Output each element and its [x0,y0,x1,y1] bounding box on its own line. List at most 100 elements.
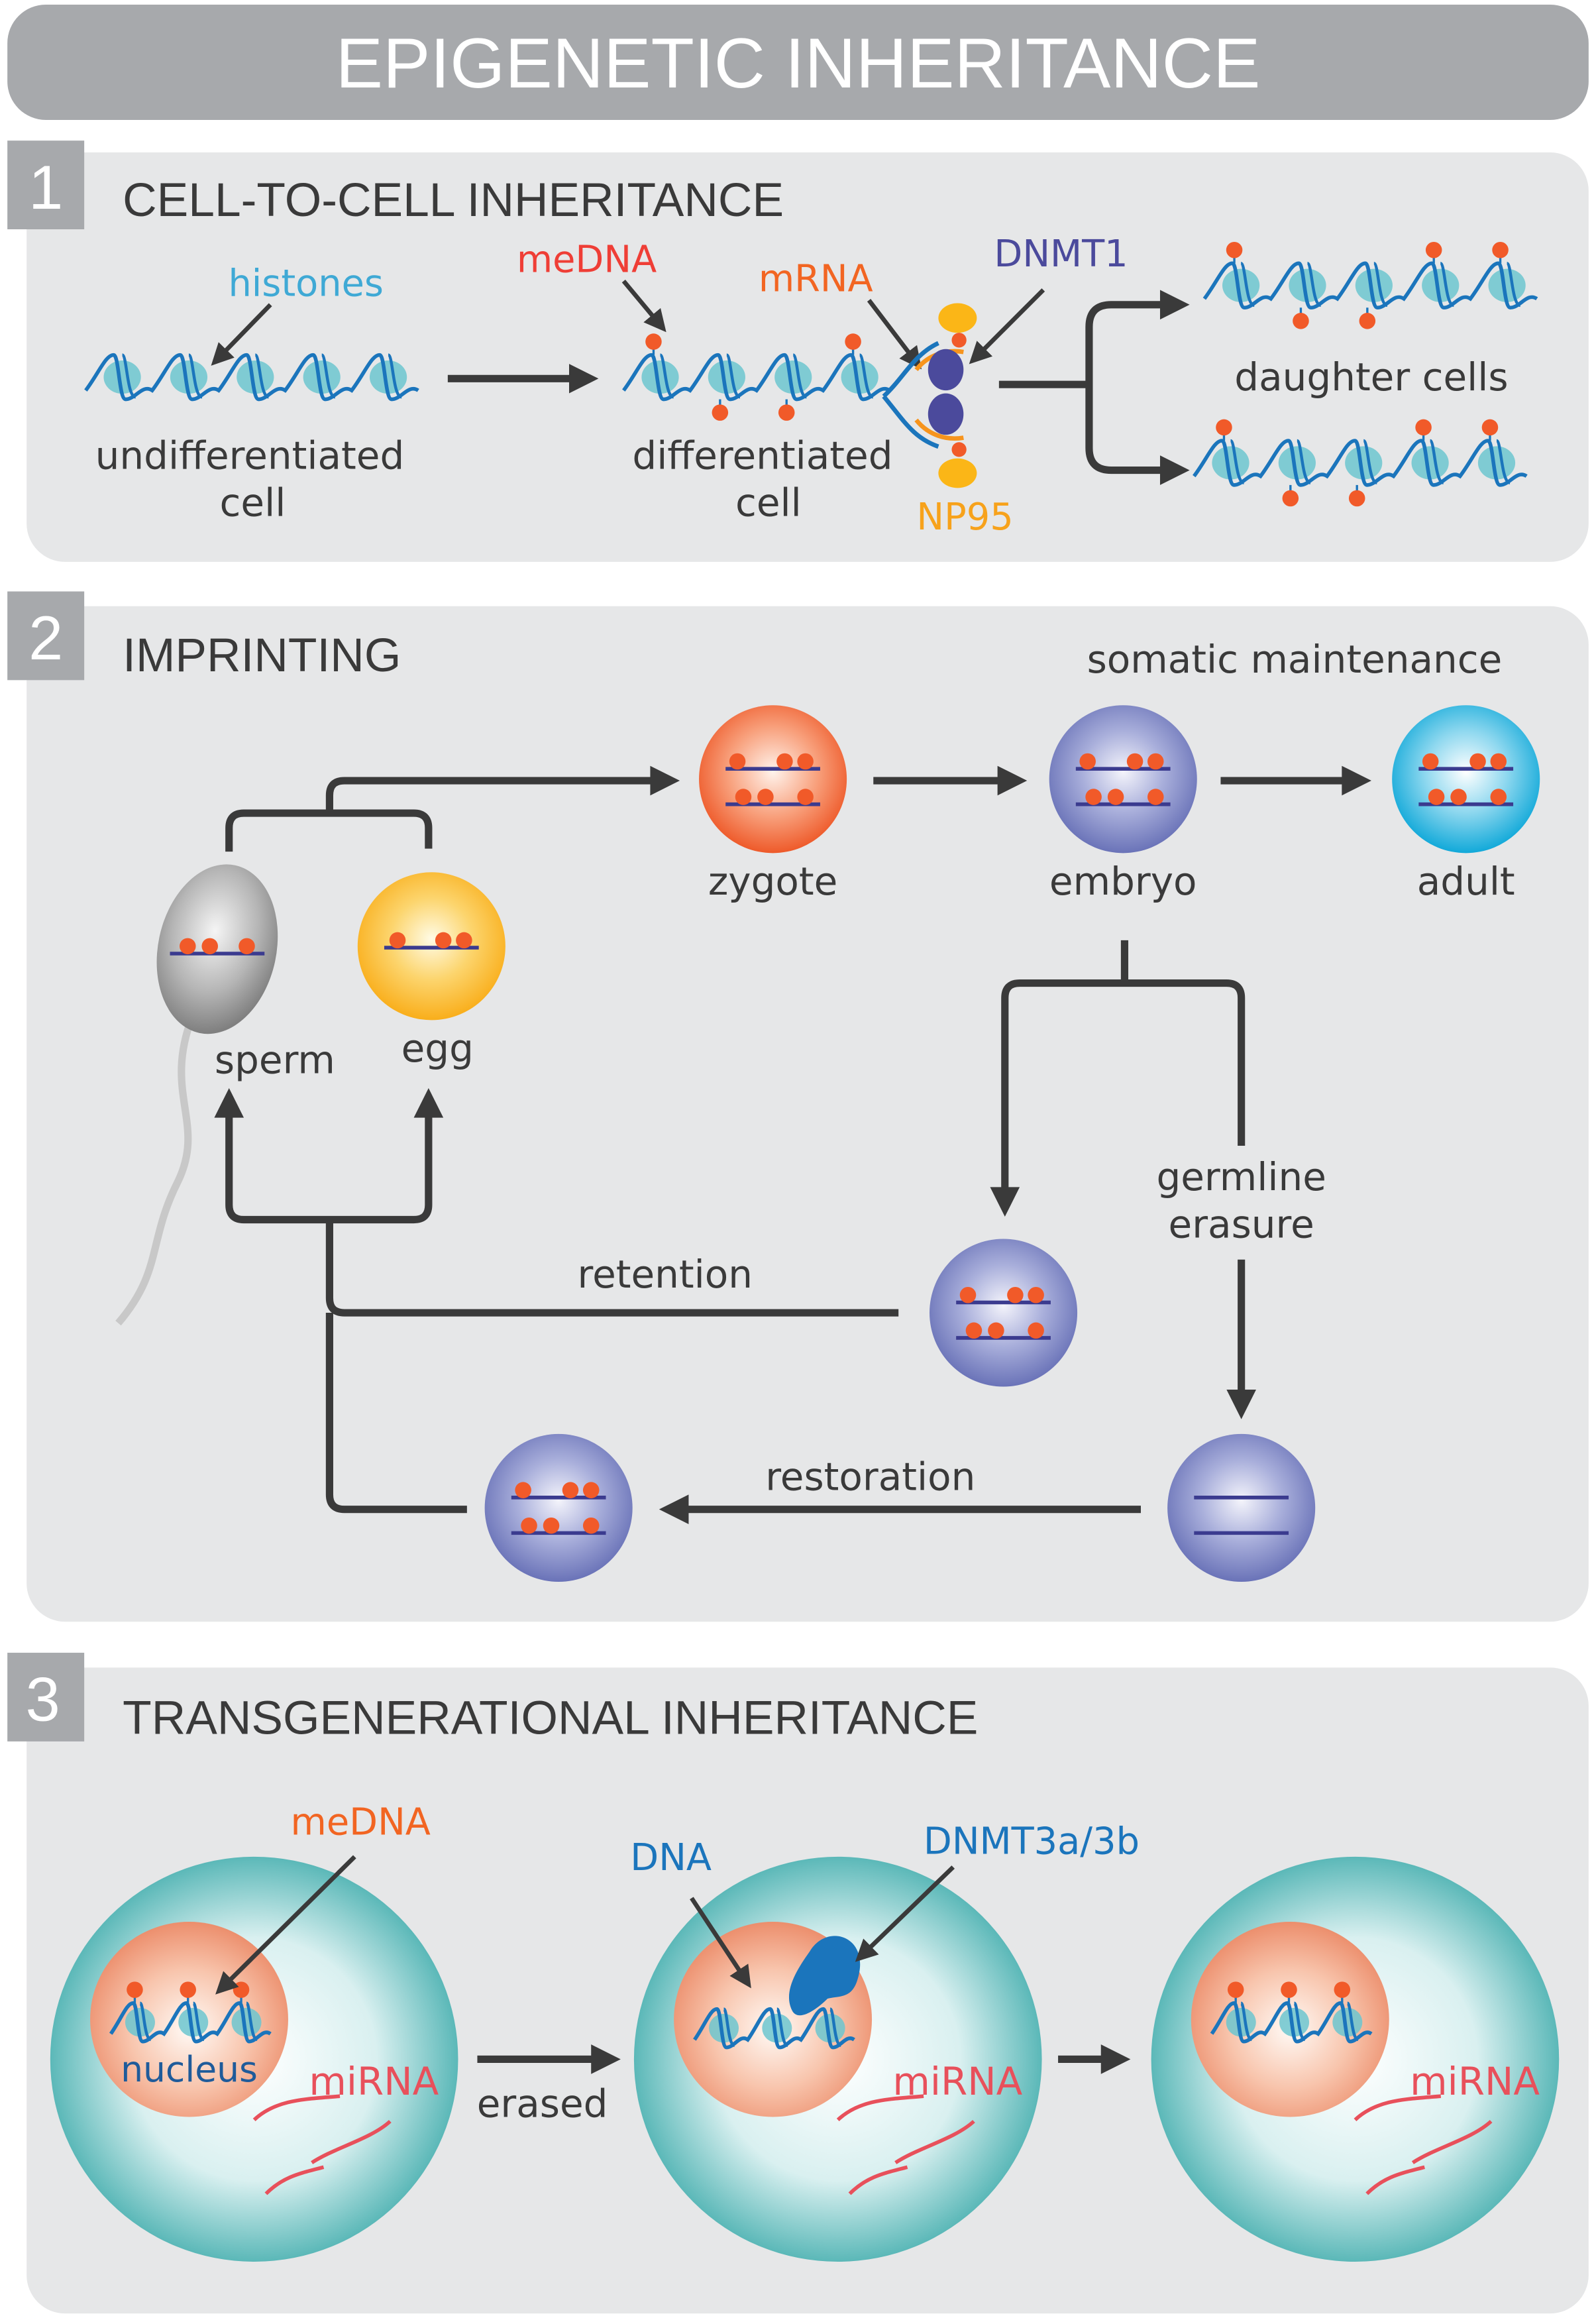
panel-cell-to-cell: 1 CELL-TO-CELL INHERITANCE histones meDN… [7,140,1589,562]
methyl-group [1469,753,1486,770]
germline-erasure-label: germline [1156,1154,1326,1199]
methyl-group [180,1981,196,1998]
histone [709,2013,739,2043]
dna-strand [722,2007,842,2047]
mirna-strand [894,2120,975,2164]
histone [774,360,812,394]
methyl-group [797,789,814,805]
methyl-group [1007,1286,1024,1303]
histone [170,360,208,394]
histone [237,360,274,394]
methyl-group [582,1482,600,1498]
histone [369,360,407,394]
methyl-group [1147,789,1164,805]
dna-helix [84,353,419,402]
methyl-group [233,1981,250,1998]
histone [841,360,878,394]
methyl-group [1281,1981,1297,1998]
chromosome-marks [170,938,265,956]
erased-germ-cell [1167,1433,1316,1582]
dna-label: DNA [630,1836,712,1879]
methyl-group [515,1482,531,1498]
methyl-group [1293,313,1309,329]
chromosome-marks [956,1286,1051,1340]
mirna-strand [848,2165,908,2195]
methyl-group [712,404,729,421]
mirna-label: miRNA [1410,2059,1540,2104]
histone [1488,268,1526,302]
np95-label: NP95 [916,496,1013,539]
panel-number-box [7,1653,85,1742]
mrna-label: mRNA [759,258,873,301]
restored-germ-cell [484,1433,633,1582]
histone [1226,2007,1256,2037]
np95-protein [938,303,977,333]
dna-strand [138,2001,258,2042]
histone [1222,268,1260,302]
panel-number-box [7,591,85,681]
embryo-label: embryo [1049,859,1197,904]
medna-label: meDNA [517,239,657,282]
dna-helix [109,1981,272,2044]
chromosome-marks [1418,753,1514,806]
methyl-group [435,932,452,949]
methyl-group [757,789,774,805]
histone [1278,446,1316,480]
dnmt1-label: DNMT1 [994,233,1128,276]
methyl-group [1227,1981,1244,1998]
zygote-cell [699,705,847,854]
panel-title: TRANSGENERATIONAL INHERITANCE [123,1692,978,1745]
adult-cell [1392,705,1540,854]
medna-label: meDNA [291,1800,431,1844]
chromosome-marks [511,1482,606,1535]
dna-strand [121,353,403,399]
dnmt1-protein [928,349,964,391]
histone [125,2007,155,2037]
histone [762,2013,792,2043]
methyl-group [1147,753,1164,770]
methyl-group [1028,1286,1044,1303]
retention-arrows [225,1111,899,1514]
methyl-group [1422,753,1439,770]
split-arrow [998,301,1177,474]
histone [1355,268,1393,302]
panel-number: 1 [28,152,63,222]
germline-erasure-label: erasure [1169,1201,1314,1246]
histone [1289,268,1326,302]
methyl-group [1359,313,1376,329]
egg-label: egg [401,1026,474,1071]
dna-strand [693,2007,855,2050]
dna-strand [1240,2001,1359,2042]
mirna-strand [836,2094,924,2121]
panel-title: CELL-TO-CELL INHERITANCE [123,174,784,227]
methyl-group [1428,789,1445,805]
methyl-group [959,1286,977,1303]
undifferentiated-cell-label: cell [220,480,286,526]
histone [1332,2007,1363,2037]
zygote-label: zygote [708,859,837,904]
methyl-group [456,932,472,949]
erased-label: erased [477,2081,608,2126]
dna-strand [659,353,874,399]
methyl-group [1085,789,1102,805]
methyl-group [1107,789,1124,805]
methyl-group [521,1517,537,1534]
fertilization-arrow [225,777,663,852]
histone [303,360,341,394]
sperm-label: sperm [215,1038,335,1083]
chromosome-marks [1194,1496,1289,1535]
title-bar [7,4,1589,120]
adult-label: adult [1417,859,1515,904]
methyl-group [965,1322,983,1339]
methyl-group [201,938,219,955]
histone [815,2013,845,2043]
mirna-strand [1411,2120,1493,2164]
embryo-cell [1049,705,1197,854]
mirna-strand [1354,2094,1442,2121]
dna-strand [622,353,891,402]
methyl-group [1216,419,1232,436]
histone [641,360,679,394]
dna-helix [693,2007,855,2050]
mirna-strand [311,2120,392,2164]
